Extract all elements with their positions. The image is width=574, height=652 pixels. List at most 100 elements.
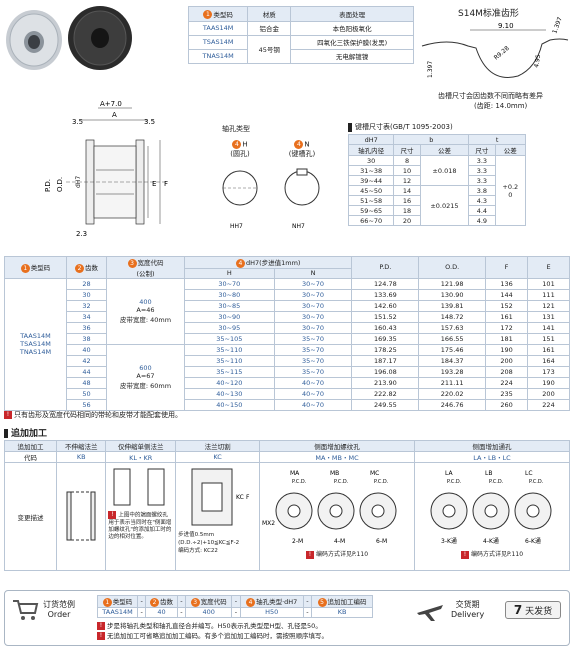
spec-bore-n: 30~70 bbox=[273, 299, 353, 312]
main-h-pd: P.D. bbox=[351, 256, 420, 279]
l-note: 编码方式详见P.110 bbox=[470, 551, 524, 558]
ord-v1: 40 bbox=[145, 606, 178, 618]
l-label-la: LA bbox=[445, 470, 453, 477]
ord-h3: 轴孔类型·dH7 bbox=[256, 598, 298, 606]
kw-r4-b: 16 bbox=[393, 195, 421, 206]
ord-h0: 类型码 bbox=[112, 598, 133, 606]
product-photo-aluminum bbox=[4, 4, 66, 72]
ord-h4: 追加加工编码 bbox=[327, 598, 367, 606]
spec-pd: 151.52 bbox=[351, 310, 420, 323]
spec-type: TNAS14M bbox=[19, 348, 52, 356]
spec-bore-h: 35~105 bbox=[184, 332, 275, 345]
main-h-teeth: 齿数 bbox=[85, 264, 98, 272]
kl-note: 上图中的端面螺纹孔用于表示当同时在"侧面增加螺纹孔"的添加加工时的边的相对位置。 bbox=[108, 512, 172, 540]
m-label-pcd1: P.C.D. bbox=[292, 479, 307, 485]
spec-teeth: 50 bbox=[66, 387, 107, 400]
order-note-2: 无追加加工可省略追加加工编码。有多个追加加工编码时，需按照顺序填写。 bbox=[107, 632, 328, 640]
spec-od: 220.02 bbox=[418, 387, 487, 400]
bore-n-dim: NH7 bbox=[292, 223, 305, 230]
kw-h-tol: 公差 bbox=[419, 144, 470, 156]
spec-width-line: 600 bbox=[139, 364, 152, 372]
spec-od: 211.11 bbox=[418, 376, 487, 389]
kw-r5-d: 59~65 bbox=[347, 205, 395, 216]
kw-r5-t: 4.4 bbox=[468, 205, 496, 216]
l-label-lc: LC bbox=[525, 470, 533, 477]
kw-r1-d: 31~38 bbox=[347, 165, 395, 176]
spec-f: 152 bbox=[485, 299, 529, 312]
spec-e: 151 bbox=[527, 332, 570, 345]
spec-e: 111 bbox=[527, 288, 570, 301]
spec-bore-n: 35~70 bbox=[273, 343, 353, 356]
m-label-2m: 2-M bbox=[292, 538, 303, 545]
l-label-lb: LB bbox=[485, 470, 492, 477]
spec-bore-n: 30~70 bbox=[273, 288, 353, 301]
spec-f: 224 bbox=[485, 376, 529, 389]
ad-h0: 追加加工 bbox=[3, 440, 58, 452]
spec-bore-n: 40~70 bbox=[273, 398, 353, 411]
kw-h-size: 尺寸 bbox=[393, 144, 421, 156]
dim-35-right: 3.5 bbox=[144, 118, 155, 126]
note-icon: ! bbox=[4, 411, 12, 419]
delivery-label-en: Delivery bbox=[451, 610, 485, 619]
spec-f: 200 bbox=[485, 354, 529, 367]
spec-f: 260 bbox=[485, 398, 529, 411]
l-label-4k: 4-K通 bbox=[483, 537, 499, 545]
l-label-pcd1: P.C.D. bbox=[447, 479, 462, 485]
mt-r2-type: TNAS14M bbox=[187, 48, 249, 65]
ord-v0: TAAS14M bbox=[96, 606, 139, 618]
pulley-drawing: A+7.0 A 3.5 3.5 P.D. O.D. dH7 E F 2.3 bbox=[44, 100, 168, 238]
spec-e: 141 bbox=[527, 321, 570, 334]
m-label-mc: MC bbox=[370, 470, 379, 477]
spec-od: 166.55 bbox=[418, 332, 487, 345]
ord-h1: 齿数 bbox=[160, 598, 174, 606]
ad-h5: 侧面增加通孔 bbox=[414, 440, 570, 452]
m-label-6m: 6-M bbox=[376, 538, 387, 545]
mt-h-material: 材质 bbox=[247, 6, 292, 22]
spec-od: 121.98 bbox=[418, 277, 487, 290]
dim-a: A bbox=[112, 111, 117, 119]
spec-bore-h: 30~85 bbox=[184, 299, 275, 312]
ad-code-l: LA・LB・LC bbox=[414, 451, 570, 463]
spec-bore-h: 30~70 bbox=[184, 277, 275, 290]
ad-l-cell: LA LB LC P.C.D. P.C.D. P.C.D. 3-K通 4-K通 … bbox=[414, 462, 570, 571]
spec-bore-h: 40~120 bbox=[184, 376, 275, 389]
spec-e: 164 bbox=[527, 354, 570, 367]
l-label-3k: 3-K通 bbox=[441, 537, 457, 545]
ad-h4: 侧面增加螺纹孔 bbox=[259, 440, 415, 452]
dim-od: O.D. bbox=[56, 177, 64, 192]
dim-f: F bbox=[164, 180, 168, 188]
tooth-dim-0: 9.10 bbox=[498, 22, 514, 30]
order-label: 订货范例 bbox=[43, 600, 75, 609]
spec-pd: 169.35 bbox=[351, 332, 420, 345]
kw-r3-t: 3.8 bbox=[468, 185, 496, 196]
kb-diagram bbox=[66, 491, 96, 540]
main-h-width: 宽度代码 bbox=[137, 259, 164, 267]
kc-label-f: F bbox=[246, 494, 250, 501]
ad-m-cell: MA MB MC P.C.D. P.C.D. P.C.D. 2-M 4-M 6-… bbox=[259, 462, 415, 571]
spec-e: 161 bbox=[527, 343, 570, 356]
spec-od: 148.72 bbox=[418, 310, 487, 323]
spec-teeth: 28 bbox=[66, 277, 107, 290]
m-label-mb: MB bbox=[330, 470, 339, 477]
mt-r0-mat: 铝合金 bbox=[247, 20, 292, 36]
cart-icon bbox=[13, 600, 39, 620]
spec-od: 130.90 bbox=[418, 288, 487, 301]
bore-h-dim: HH7 bbox=[230, 223, 243, 230]
spec-f: 161 bbox=[485, 310, 529, 323]
bore-n-label: N bbox=[304, 140, 310, 149]
kw-r6-b: 20 bbox=[393, 215, 421, 226]
delivery-days: 7 bbox=[513, 603, 523, 617]
mt-h-surface: 表面处理 bbox=[290, 6, 414, 22]
spec-teeth: 56 bbox=[66, 398, 107, 411]
ad-kl-cell: !上图中的端面螺纹孔用于表示当同时在"侧面增加螺纹孔"的添加加工时的边的相对位置… bbox=[105, 462, 177, 571]
spec-f: 144 bbox=[485, 288, 529, 301]
